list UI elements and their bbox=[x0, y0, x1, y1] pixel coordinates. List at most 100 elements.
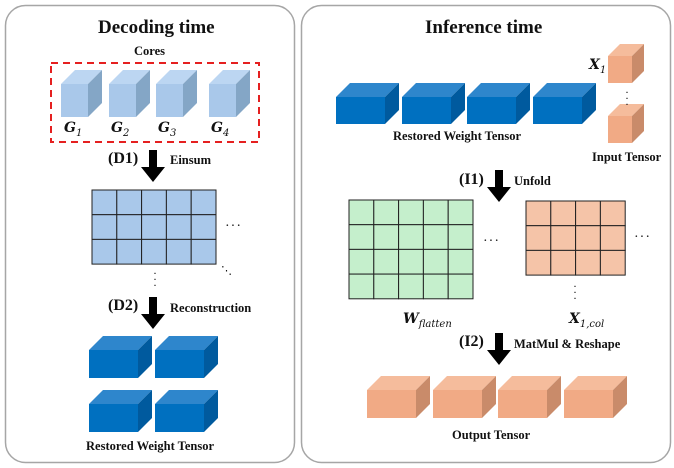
x-col-grid-cell bbox=[550, 200, 577, 227]
output-cube-3-top-face bbox=[498, 376, 561, 390]
decoded-matrix-grid-cell bbox=[190, 238, 217, 265]
decoded-matrix-grid-cell bbox=[190, 189, 217, 216]
right-restored-cube-2-front-face bbox=[402, 97, 451, 124]
grid-ellipsis-horizontal: ··· bbox=[225, 219, 242, 234]
w-flatten-grid-cell bbox=[422, 199, 449, 226]
w-flatten-grid-cell bbox=[348, 224, 375, 250]
core-cube-g3-front-face bbox=[156, 84, 183, 117]
unfold-label: Unfold bbox=[514, 174, 551, 188]
right-restored-cube-4 bbox=[533, 83, 596, 124]
core-cube-g3-side-face bbox=[183, 70, 197, 117]
w-flatten-grid-cell bbox=[398, 199, 424, 226]
output-cube-4-top-face bbox=[564, 376, 627, 390]
x-col-grid-cell bbox=[575, 200, 601, 227]
core-cube-g4-side-face bbox=[236, 70, 250, 117]
input-cube-bottom-side-face bbox=[632, 104, 644, 143]
decoded-matrix-grid-cell bbox=[165, 189, 192, 216]
x-col-grid-cell bbox=[525, 225, 552, 251]
output-cube-1 bbox=[367, 376, 430, 418]
left-restored-cube-3-front-face bbox=[89, 404, 138, 432]
x-col-grid-cell bbox=[575, 225, 601, 251]
input-symbol-x1: X1 bbox=[589, 57, 607, 76]
decoded-matrix-grid-cell bbox=[190, 214, 217, 240]
einsum-label: Einsum bbox=[170, 153, 211, 167]
decoded-matrix-grid-cell bbox=[116, 238, 143, 265]
core-cube-g2-front-face bbox=[109, 84, 136, 117]
input-cube-bottom-front-face bbox=[608, 116, 632, 143]
right-restored-cube-4-front-face bbox=[533, 97, 582, 124]
output-cube-2 bbox=[433, 376, 496, 418]
reconstruction-label: Reconstruction bbox=[170, 301, 252, 315]
w-flatten-grid-cell bbox=[373, 273, 400, 300]
right-restored-cube-3-front-face bbox=[467, 97, 516, 124]
w-flatten-grid-cell bbox=[422, 273, 449, 300]
decoded-matrix-grid-cell bbox=[91, 238, 118, 265]
output-cube-3-front-face bbox=[498, 390, 547, 418]
cores-dashed-box bbox=[50, 62, 260, 143]
core-cube-g2 bbox=[109, 70, 150, 117]
x-grid-ellipsis-vertical: ··· bbox=[573, 279, 577, 305]
output-cube-3-side-face bbox=[547, 376, 561, 418]
x-col-grid bbox=[525, 200, 626, 276]
left-restored-cube-1-top-face bbox=[89, 336, 152, 350]
arrow-d1 bbox=[141, 150, 165, 182]
right-restored-cube-3 bbox=[467, 83, 530, 124]
right-restored-cube-1 bbox=[336, 83, 399, 124]
core-label-g2: G2 bbox=[111, 120, 130, 139]
x-col-grid-cell bbox=[525, 200, 552, 227]
core-cube-g1-front-face bbox=[61, 84, 88, 117]
decoded-matrix-grid-cell bbox=[141, 189, 167, 216]
w-flatten-grid-cell bbox=[398, 273, 424, 300]
x-col-grid-cell bbox=[525, 249, 552, 276]
output-cube-4-front-face bbox=[564, 390, 613, 418]
core-cube-g4-front-face bbox=[209, 84, 236, 117]
step-i2-label: (I2) bbox=[459, 333, 484, 350]
right-restored-cube-4-side-face bbox=[582, 83, 596, 124]
core-cube-g4-top-face bbox=[209, 70, 250, 84]
left-restored-weight-label: Restored Weight Tensor bbox=[86, 439, 215, 453]
w-flatten-grid-cell bbox=[348, 248, 375, 275]
right-restored-cube-2-top-face bbox=[402, 83, 465, 97]
core-label-g3: G3 bbox=[158, 120, 177, 139]
arrow-d2 bbox=[141, 297, 165, 329]
x-col-grid-cell bbox=[599, 249, 626, 276]
left-restored-cube-2-top-face bbox=[155, 336, 218, 350]
step-i1-label: (I1) bbox=[459, 171, 484, 188]
right-restored-cube-2 bbox=[402, 83, 465, 124]
decoded-matrix-grid-cell bbox=[141, 238, 167, 265]
grid-ellipsis-diagonal: ⋱ bbox=[221, 265, 232, 277]
output-cube-2-side-face bbox=[482, 376, 496, 418]
left-restored-cube-4-front-face bbox=[155, 404, 204, 432]
w-flatten-grid-cell bbox=[373, 199, 400, 226]
core-cube-g2-side-face bbox=[136, 70, 150, 117]
w-flatten-grid-cell bbox=[373, 224, 400, 250]
left-restored-cube-1-front-face bbox=[89, 350, 138, 378]
x-col-grid-cell bbox=[575, 249, 601, 276]
x-col-grid-cell bbox=[550, 249, 577, 276]
input-cube-top bbox=[608, 44, 644, 83]
output-cube-1-front-face bbox=[367, 390, 416, 418]
output-tensor-label: Output Tensor bbox=[452, 428, 531, 442]
w-flatten-grid-cell bbox=[447, 273, 474, 300]
core-cube-g2-top-face bbox=[109, 70, 150, 84]
output-cube-1-side-face bbox=[416, 376, 430, 418]
arrow-i2 bbox=[487, 333, 511, 365]
left-restored-cube-1 bbox=[89, 336, 152, 378]
decoded-matrix-grid bbox=[91, 189, 217, 265]
w-flatten-label: Wflatten bbox=[403, 311, 452, 330]
w-flatten-grid-cell bbox=[447, 224, 474, 250]
w-flatten-grid-cell bbox=[398, 224, 424, 250]
right-restored-cube-3-side-face bbox=[516, 83, 530, 124]
w-flatten-grid-cell bbox=[348, 273, 375, 300]
w-flatten-grid-cell bbox=[373, 248, 400, 275]
input-ellipsis-vertical: ··· bbox=[625, 85, 629, 111]
right-restored-cube-1-side-face bbox=[385, 83, 399, 124]
core-label-g4: G4 bbox=[211, 120, 230, 139]
grid-ellipsis-vertical: ··· bbox=[153, 266, 157, 292]
w-flatten-grid-cell bbox=[348, 199, 375, 226]
w-flatten-grid-cell bbox=[422, 248, 449, 275]
right-restored-cube-1-front-face bbox=[336, 97, 385, 124]
decoded-matrix-grid-cell bbox=[165, 214, 192, 240]
x-col-grid-cell bbox=[599, 225, 626, 251]
